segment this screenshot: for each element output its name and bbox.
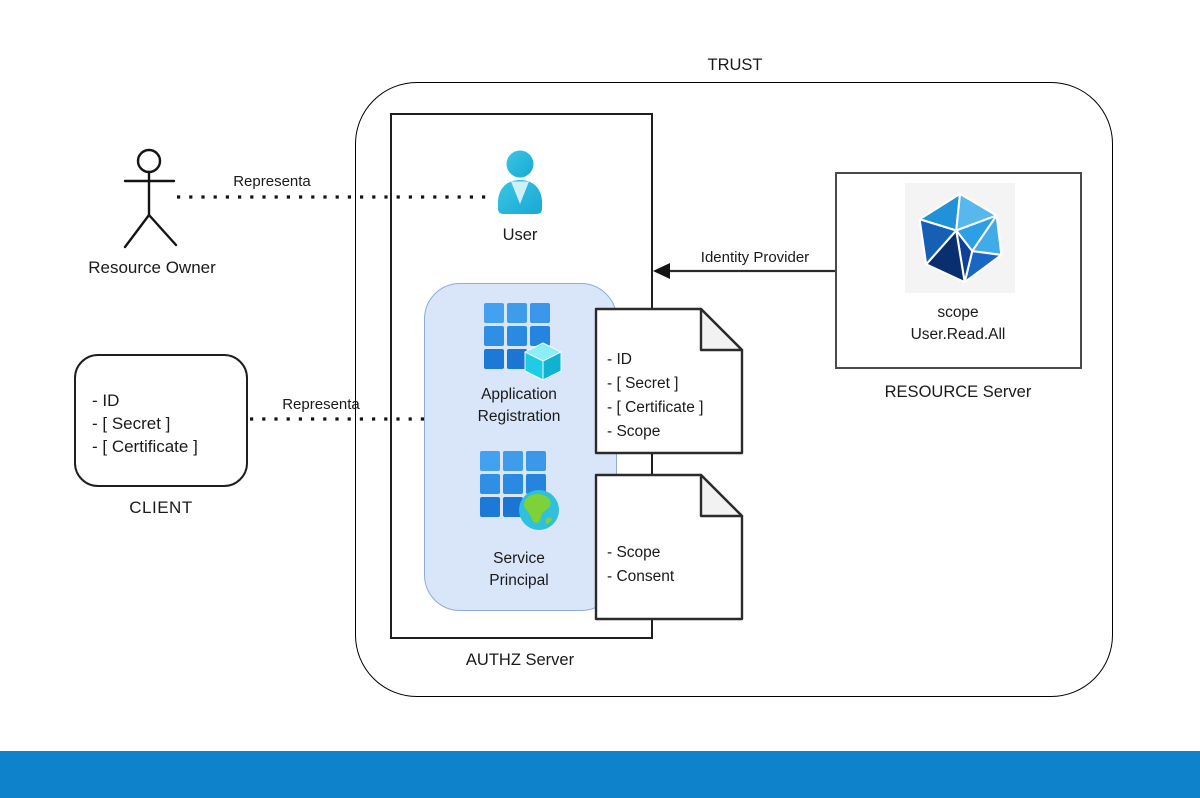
graph-polyhedron-icon: [918, 192, 1003, 284]
resource-server-label: RESOURCE Server: [884, 383, 1032, 401]
app-registration-document-text: - ID - [ Secret ] - [ Certificate ] - Sc…: [607, 351, 704, 440]
user-label: User: [502, 226, 538, 244]
trust-boundary: [355, 82, 1113, 697]
app-registration-document: [594, 307, 744, 455]
footer-bar: [0, 751, 1200, 798]
identity-provider-label: Identity Provider: [700, 249, 810, 266]
application-registration-label: Application Registration: [477, 386, 561, 425]
representa-client-label: Representa: [282, 396, 360, 413]
stick-figure-icon: [123, 148, 178, 249]
client-box: [74, 354, 248, 487]
service-principal-label: Service Principal: [489, 550, 549, 589]
service-principal-document-text: - Scope - Consent: [607, 544, 675, 585]
representa-user-label: Representa: [233, 173, 311, 190]
app-grid-cube-icon: [484, 303, 562, 381]
user-icon: [498, 150, 542, 214]
scope-text: scope User.Read.All: [910, 304, 1006, 343]
trust-label: TRUST: [707, 56, 763, 74]
service-principal-document: [594, 473, 744, 621]
app-grid-globe-icon: [480, 451, 559, 530]
resource-owner-label: Resource Owner: [88, 258, 216, 277]
client-label: CLIENT: [129, 498, 193, 517]
client-attributes: - ID - [ Secret ] - [ Certificate ]: [92, 391, 198, 456]
authz-server-label: AUTHZ Server: [465, 651, 575, 669]
